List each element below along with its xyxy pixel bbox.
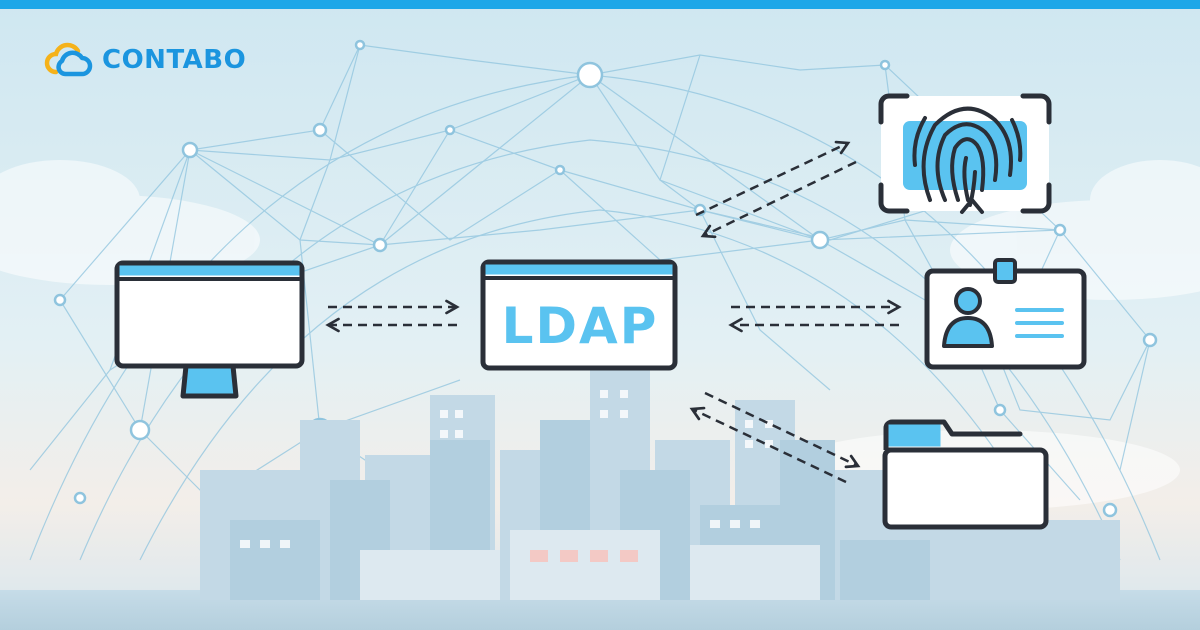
monitor-icon[interactable]	[114, 260, 305, 399]
fingerprint-icon[interactable]	[878, 93, 1052, 214]
brand-logo[interactable]: CONTABO	[44, 40, 246, 80]
id-card-icon[interactable]	[924, 258, 1087, 370]
connectors	[325, 140, 902, 484]
link-fingerprint-to-ldap	[700, 160, 857, 239]
server-window-icon[interactable]	[480, 259, 678, 371]
top-accent-bar	[0, 0, 1200, 9]
link-folder-to-ldap	[689, 406, 847, 484]
cloud-icon	[44, 42, 93, 77]
link-ldap-to-folder	[704, 391, 861, 469]
link-ldap-to-fingerprint	[695, 140, 851, 217]
ldap-label: LDAP	[501, 297, 659, 355]
brand-wordmark: CONTABO	[102, 45, 247, 75]
folder-icon[interactable]	[882, 419, 1049, 530]
